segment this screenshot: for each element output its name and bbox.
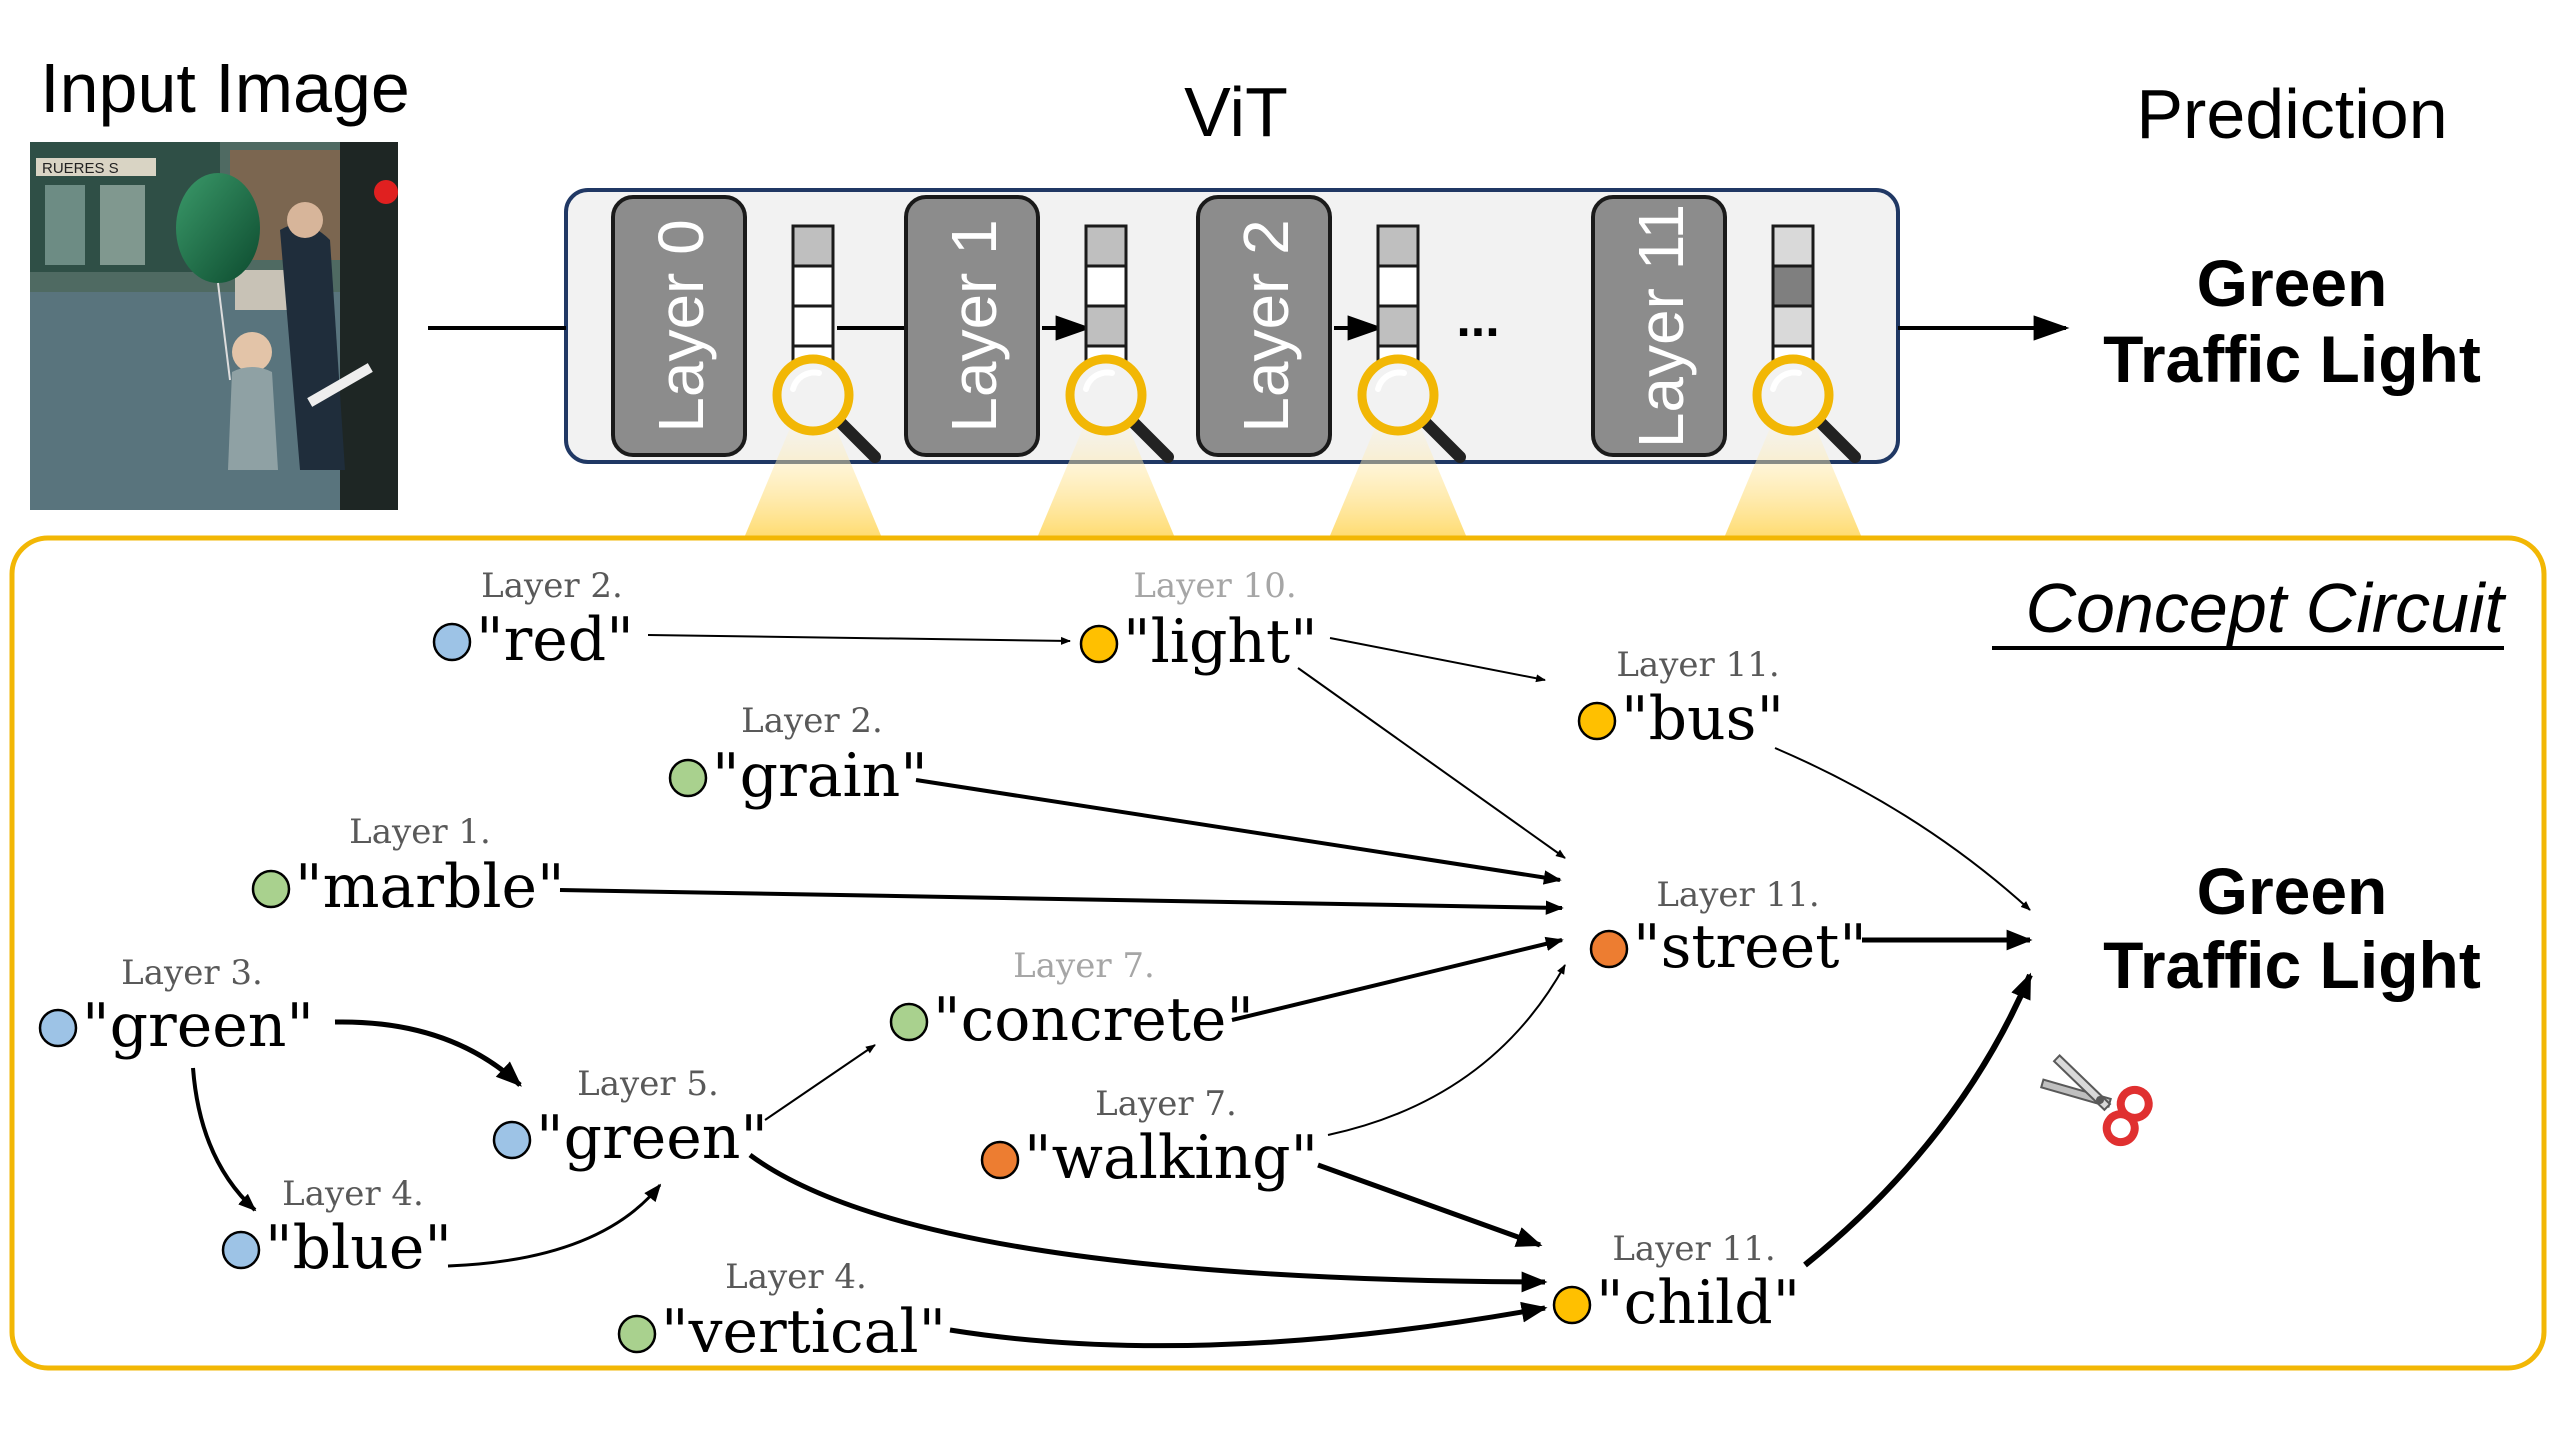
scissors-icon	[2039, 1054, 2153, 1147]
magnifier-icon	[772, 354, 881, 463]
node-concept-bus: "bus"	[1621, 684, 1784, 754]
edge-vertical-child	[949, 1301, 1548, 1349]
node-dot-child	[1552, 1285, 1592, 1325]
node-concept-walking: "walking"	[1024, 1123, 1318, 1193]
circuit-output-line2: Traffic Light	[2103, 928, 2481, 1002]
node-layer-walking: Layer 7.	[1095, 1084, 1237, 1124]
spotlight-beam	[1329, 428, 1467, 538]
edge-light-street	[1297, 667, 1566, 859]
node-dot-light	[1079, 624, 1119, 664]
node-concept-concrete: "concrete"	[933, 985, 1254, 1055]
node-layer-red: Layer 2.	[481, 566, 623, 606]
concept-circuit-title: Concept Circuit	[2025, 569, 2506, 647]
node-concept-blue: "blue"	[265, 1213, 452, 1283]
input-image: RUERES S	[30, 142, 398, 510]
vit-layer-0: Layer 0	[611, 195, 747, 457]
magnifier-icon	[1752, 354, 1861, 463]
layer-label: Layer 11	[1625, 204, 1697, 448]
edge-marble-street	[559, 888, 1564, 915]
edge-blue-green5	[447, 1183, 662, 1268]
vit-layer-2: Layer 2	[1196, 195, 1332, 457]
node-dot-street	[1589, 929, 1629, 969]
node-dot-grain	[668, 758, 708, 798]
layer-label: Layer 0	[645, 219, 717, 432]
edge-walking-street	[1327, 964, 1566, 1136]
node-concept-green-5: "green"	[536, 1103, 768, 1173]
edge-child-output	[1803, 972, 2033, 1268]
node-layer-blue: Layer 4.	[282, 1174, 424, 1214]
vit-title: ViT	[1184, 73, 1288, 151]
edge-grain-street	[915, 778, 1562, 885]
prediction-label-line2: Traffic Light	[2103, 322, 2481, 396]
layer-label: Layer 2	[1230, 219, 1302, 432]
node-layer-street: Layer 11.	[1656, 875, 1819, 915]
node-layer-green-5: Layer 5.	[577, 1064, 719, 1104]
edge-walking-child	[1317, 1162, 1543, 1248]
node-concept-child: "child"	[1596, 1268, 1800, 1338]
node-dot-green-3	[38, 1008, 78, 1048]
concept-circuit-frame	[9, 535, 2547, 1371]
edge-bus-output	[1774, 747, 2031, 911]
node-dot-blue	[221, 1230, 261, 1270]
layer-ellipsis: ...	[1456, 290, 1499, 348]
node-concept-green-3: "green"	[82, 991, 314, 1061]
node-dot-walking	[980, 1140, 1020, 1180]
node-dot-red	[432, 622, 472, 662]
edge-red-light	[647, 634, 1071, 645]
node-layer-concrete: Layer 7.	[1013, 946, 1155, 986]
circuit-edges	[191, 634, 2033, 1349]
node-layer-grain: Layer 2.	[741, 701, 883, 741]
node-dot-concrete	[889, 1002, 929, 1042]
edge-green3-blue	[191, 1067, 257, 1212]
vit-layer-1: Layer 1	[904, 195, 1040, 457]
layer-label: Layer 1	[938, 219, 1010, 432]
magnifier-icon	[1065, 354, 1174, 463]
edge-light-bus	[1329, 637, 1546, 683]
circuit-output-line1: Green	[2197, 854, 2388, 928]
node-layer-child: Layer 11.	[1612, 1229, 1775, 1269]
node-dot-marble	[251, 869, 291, 909]
input-image-title: Input Image	[40, 49, 410, 127]
svg-text:RUERES S: RUERES S	[42, 160, 119, 177]
node-concept-marble: "marble"	[295, 852, 565, 922]
node-concept-red: "red"	[476, 605, 634, 675]
node-dot-vertical	[617, 1314, 657, 1354]
node-dot-bus	[1577, 701, 1617, 741]
node-layer-green-3: Layer 3.	[121, 953, 263, 993]
node-layer-bus: Layer 11.	[1616, 645, 1779, 685]
edge-concrete-street	[1231, 936, 1564, 1022]
vit-layer-11: Layer 11	[1591, 195, 1727, 457]
prediction-label-line1: Green	[2197, 246, 2388, 320]
node-concept-grain: "grain"	[712, 741, 928, 811]
prediction-title: Prediction	[2136, 75, 2447, 153]
edge-green5-concrete	[764, 1044, 876, 1121]
magnifier-icon	[1357, 354, 1466, 463]
spotlight-beam	[744, 428, 882, 538]
edge-green5-child	[748, 1152, 1548, 1293]
node-concept-light: "light"	[1123, 607, 1318, 677]
node-layer-marble: Layer 1.	[349, 812, 491, 852]
node-concept-vertical: "vertical"	[661, 1297, 946, 1367]
node-layer-light: Layer 10.	[1133, 566, 1296, 606]
spotlight-beam	[1724, 428, 1862, 538]
spotlight-beam	[1037, 428, 1175, 538]
node-dot-green-5	[492, 1120, 532, 1160]
node-concept-street: "street"	[1633, 912, 1867, 982]
node-layer-vertical: Layer 4.	[725, 1257, 867, 1297]
edge-green3-green5	[334, 1019, 522, 1087]
